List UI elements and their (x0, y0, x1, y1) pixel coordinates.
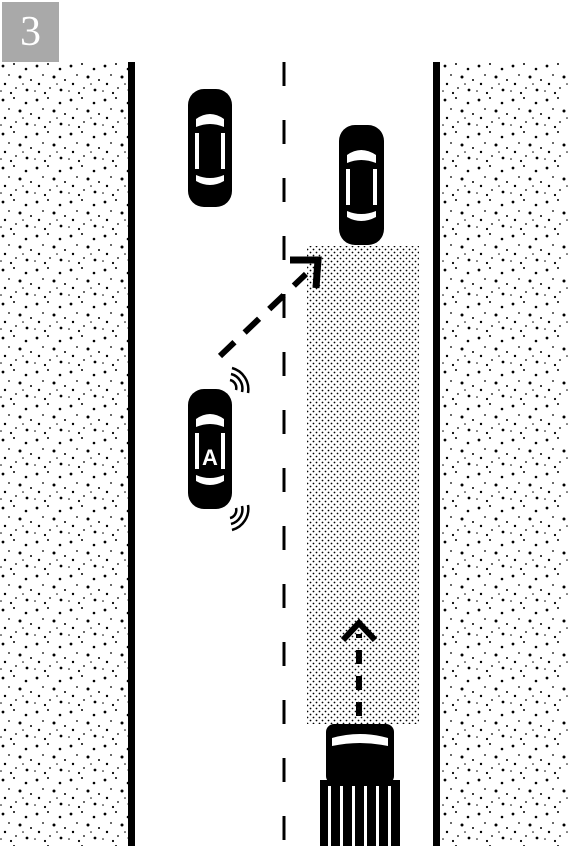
assisted-car-label: A (202, 445, 218, 470)
left-road-edge-line (128, 62, 135, 846)
radar-waves-icon (230, 505, 248, 530)
right-verge (440, 62, 568, 846)
left-verge (0, 62, 129, 846)
right-road-edge-line (433, 62, 440, 846)
truck-icon (320, 724, 400, 846)
car-icon (339, 125, 384, 245)
car-icon (188, 89, 232, 207)
assisted-car-icon: A (188, 389, 232, 509)
blind-spot-zone (307, 246, 419, 724)
road-diagram: A (0, 62, 568, 846)
lane-change-arrow (220, 260, 318, 356)
radar-waves-icon (230, 368, 248, 393)
step-number-badge: 3 (2, 2, 59, 62)
